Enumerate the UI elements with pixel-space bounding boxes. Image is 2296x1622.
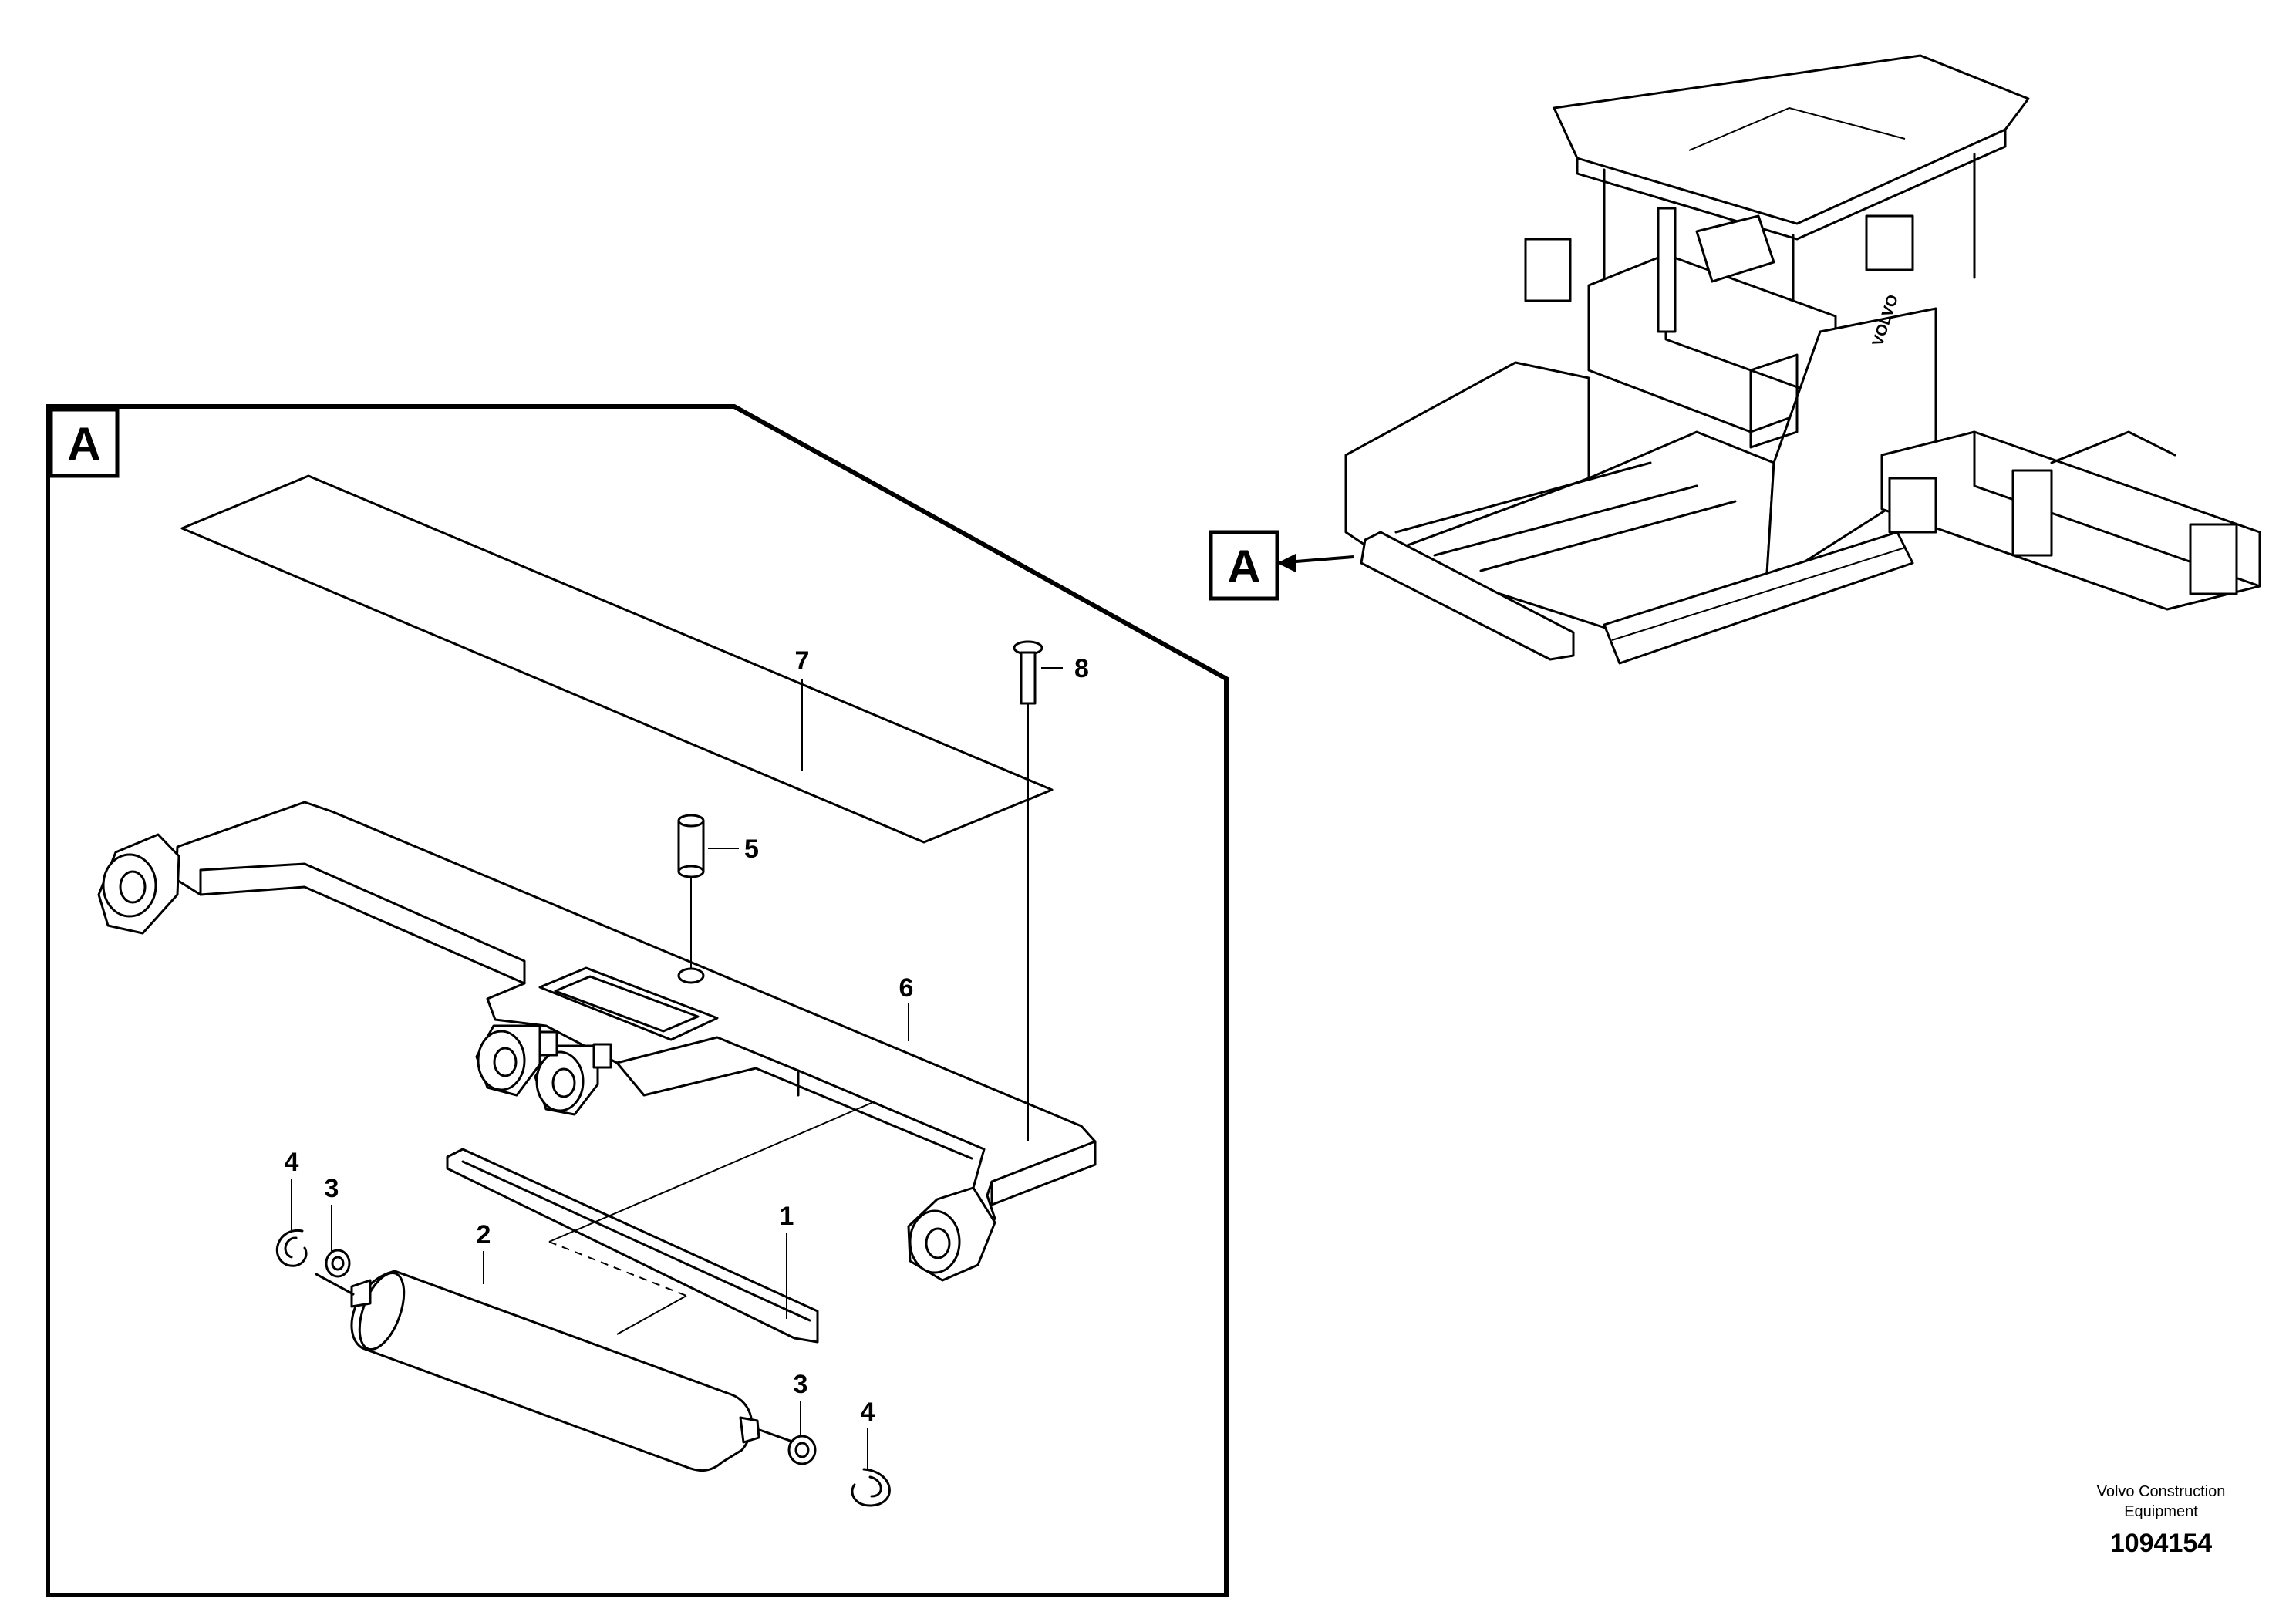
part-5-sleeve bbox=[677, 814, 705, 969]
footer: Volvo Construction Equipment 1094154 bbox=[2097, 1483, 2226, 1558]
part-8-bolt bbox=[1013, 640, 1043, 1141]
callout-4-right: 4 bbox=[861, 1398, 875, 1427]
part-1-strip bbox=[446, 1148, 819, 1344]
machine-callout: A bbox=[1209, 530, 1354, 601]
part-2-roller bbox=[315, 1270, 796, 1472]
part-7-plate bbox=[180, 474, 1054, 844]
callout-7: 7 bbox=[795, 646, 810, 676]
part-3-bushing-left bbox=[325, 1249, 351, 1278]
detail-label-box bbox=[49, 407, 120, 478]
callout-6: 6 bbox=[899, 973, 914, 1003]
callout-2: 2 bbox=[477, 1220, 491, 1249]
machine-label: A bbox=[1227, 541, 1260, 592]
callout-1: 1 bbox=[780, 1202, 794, 1231]
drawing-number: 1094154 bbox=[2110, 1529, 2212, 1558]
callout-5: 5 bbox=[744, 835, 759, 864]
detail-frame: A bbox=[46, 404, 1229, 1597]
part-4-ring-right bbox=[851, 1468, 891, 1507]
machine-overview: VOLVO bbox=[1344, 54, 2261, 665]
callout-3-right: 3 bbox=[794, 1370, 808, 1399]
company-line1: Volvo Construction bbox=[2097, 1483, 2226, 1500]
part-6-frame bbox=[97, 801, 1097, 1282]
callout-3-left: 3 bbox=[325, 1174, 339, 1203]
callout-leaders bbox=[291, 667, 1063, 1469]
callout-4-left: 4 bbox=[285, 1148, 299, 1177]
callout-8: 8 bbox=[1074, 654, 1089, 683]
detail-label: A bbox=[67, 418, 100, 470]
part-3-bushing-right bbox=[787, 1435, 817, 1465]
company-line2: Equipment bbox=[2124, 1503, 2198, 1520]
part-4-ring-left bbox=[275, 1229, 308, 1267]
